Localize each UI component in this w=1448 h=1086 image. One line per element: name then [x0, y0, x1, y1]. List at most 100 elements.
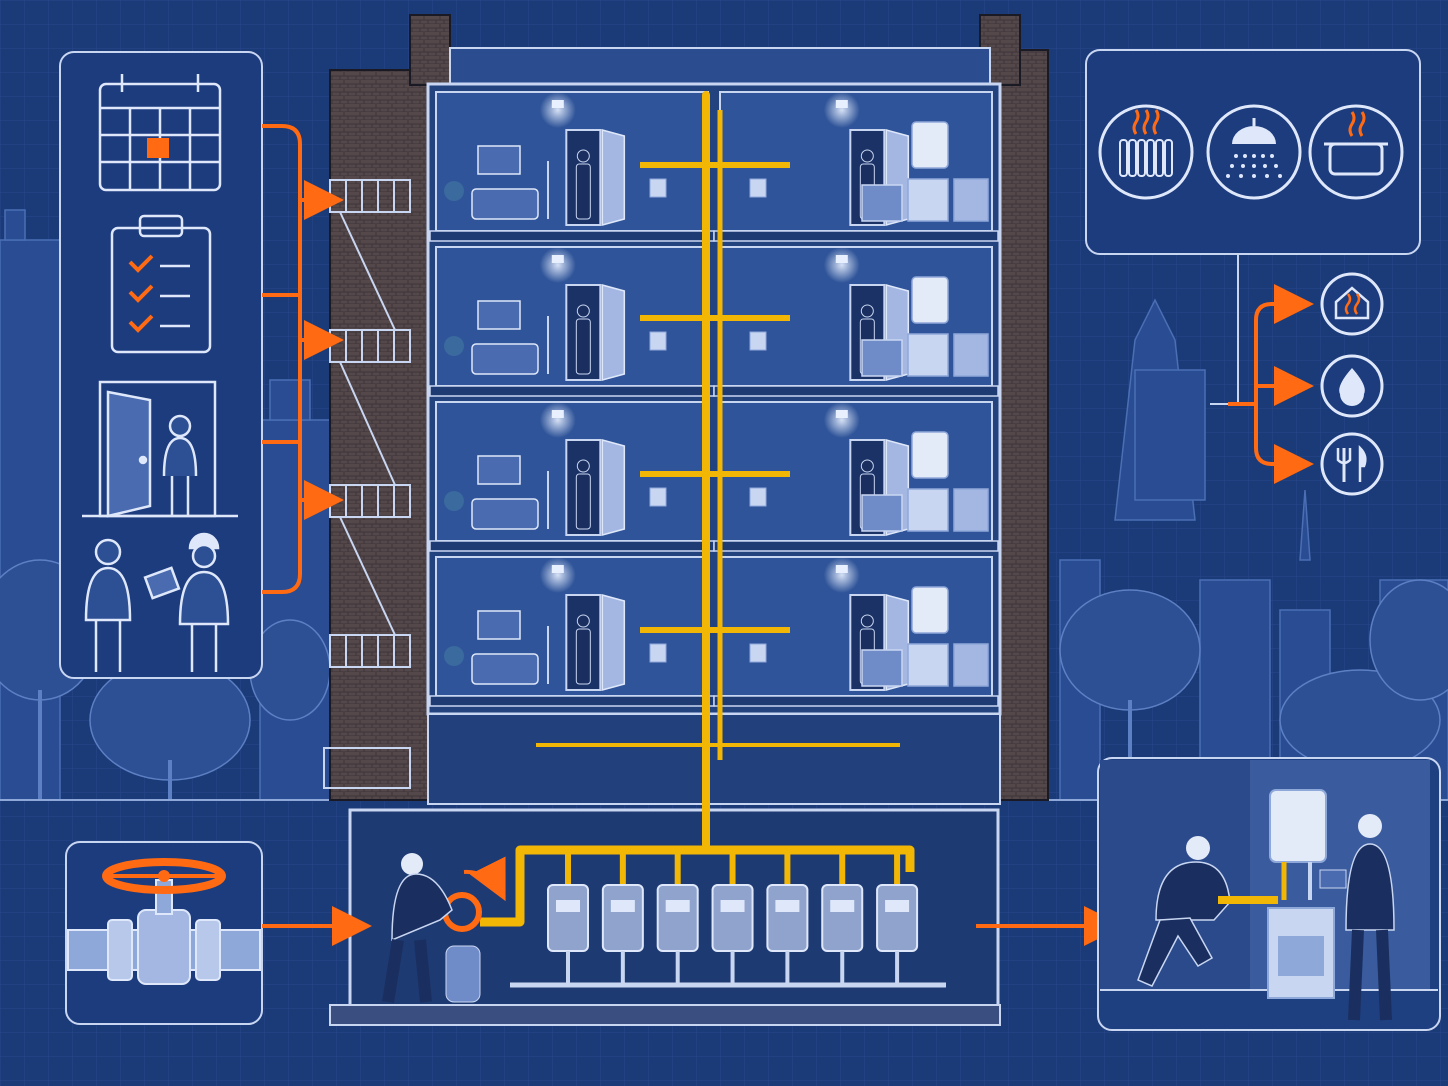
unit-meter-icon: [649, 331, 667, 351]
apartment-unit: [429, 556, 715, 707]
stove-icon: [907, 643, 949, 687]
meter-dial: [830, 900, 855, 912]
left-process-panel: [59, 51, 344, 679]
fork-knife-icon: [1320, 432, 1384, 496]
output-icons: [1320, 272, 1384, 496]
tenant-figure: [860, 614, 874, 628]
technician-consultation-icon: [84, 532, 230, 672]
radiator-heating-icon: [1098, 104, 1194, 200]
unit-meter-icon: [649, 643, 667, 663]
tenant-at-door-icon: [82, 380, 238, 518]
roof-parapet: [449, 47, 991, 85]
unit-meter-icon: [649, 178, 667, 198]
entrance-stoop: [323, 747, 411, 789]
right-uses-panel: [1085, 49, 1421, 496]
tenant-figure: [576, 149, 590, 163]
wall-boiler-icon: [911, 431, 949, 479]
water-drop-icon: [1320, 354, 1384, 418]
kitchen-cabinet: [861, 339, 903, 377]
oven-icon: [953, 488, 989, 532]
home-heat-icon: [1320, 272, 1384, 336]
street-trees: [0, 559, 1448, 781]
output-branches: [1228, 284, 1314, 484]
wall-boiler-icon: [911, 586, 949, 634]
basement-slab: [329, 1004, 1001, 1026]
kitchen-cabinet: [861, 184, 903, 222]
fire-escape-ladder: [339, 516, 396, 636]
worker-leg: [382, 939, 404, 1003]
meter-dial: [885, 900, 910, 912]
worker-body: [391, 873, 453, 942]
unit-meter-icon: [749, 643, 767, 663]
apartment-unit: [429, 246, 715, 397]
left-chimney: [409, 14, 451, 86]
shutoff-valve-icon: [67, 858, 261, 985]
meter-dial: [665, 900, 690, 912]
worker-head: [401, 853, 423, 875]
tenant-figure: [576, 304, 590, 318]
apartment-building: [323, 14, 1049, 1026]
tenant-figure: [576, 614, 590, 628]
plant-icon: [444, 491, 464, 511]
calendar-icon: [98, 74, 222, 192]
kitchen-cabinet: [861, 494, 903, 532]
wall-painting: [477, 610, 521, 640]
ceiling-lamp-icon: [823, 92, 860, 128]
meter-dial: [610, 900, 635, 912]
apartment-unit: [429, 91, 715, 242]
sofa-icon: [471, 188, 539, 220]
kitchen-cabinet: [861, 649, 903, 687]
unit-meter-icon: [749, 331, 767, 351]
plant-icon: [444, 181, 464, 201]
gas-meter-icon: [876, 884, 919, 952]
apartment-unit: [713, 556, 999, 707]
oven-icon: [953, 643, 989, 687]
right-brick-wall: [997, 49, 1049, 801]
wall-painting: [477, 145, 521, 175]
ceiling-lamp-icon: [823, 247, 860, 283]
unit-meter-icon: [749, 487, 767, 507]
plant-icon: [444, 646, 464, 666]
plant-icon: [444, 336, 464, 356]
ceiling-lamp-icon: [539, 402, 576, 438]
worker-leg: [414, 939, 432, 1003]
basement-header-pipe: [480, 845, 915, 927]
unit-meter-icon: [749, 178, 767, 198]
tenant-figure: [860, 149, 874, 163]
gas-meter-icon: [711, 884, 754, 952]
gas-piping-system: [382, 91, 946, 1003]
ceiling-lamp-icon: [539, 92, 576, 128]
technician-servicing-appliance-icon: [1100, 760, 1438, 1021]
gas-meter-icon: [821, 884, 864, 952]
oven-icon: [953, 333, 989, 377]
shutoff-valve-panel: [65, 841, 372, 1025]
shower-hot-water-icon: [1206, 104, 1302, 200]
unit-meter-icon: [649, 487, 667, 507]
sofa-icon: [471, 498, 539, 530]
fire-escape-ladder: [339, 361, 396, 486]
gas-meter-icon: [601, 884, 644, 952]
apartment-unit: [713, 91, 999, 242]
turn-direction-arrow: [463, 856, 506, 902]
wall-painting: [477, 455, 521, 485]
gas-meter-icon: [766, 884, 809, 952]
process-bracket: [262, 124, 344, 594]
ceiling-lamp-icon: [823, 557, 860, 593]
stove-icon: [907, 178, 949, 222]
wall-painting: [477, 300, 521, 330]
cooking-pot-icon: [1308, 104, 1404, 200]
ceiling-lamp-icon: [539, 557, 576, 593]
sofa-icon: [471, 653, 539, 685]
appliance-service-panel: [976, 757, 1441, 1031]
tenant-figure: [860, 304, 874, 318]
checklist-clipboard-icon: [110, 214, 212, 354]
apartment-unit: [713, 246, 999, 397]
gas-meter-icon: [656, 884, 699, 952]
stove-icon: [907, 333, 949, 377]
city-skyline-left: [0, 209, 331, 801]
apartment-unit: [713, 401, 999, 552]
tenant-figure: [860, 459, 874, 473]
oven-icon: [953, 178, 989, 222]
